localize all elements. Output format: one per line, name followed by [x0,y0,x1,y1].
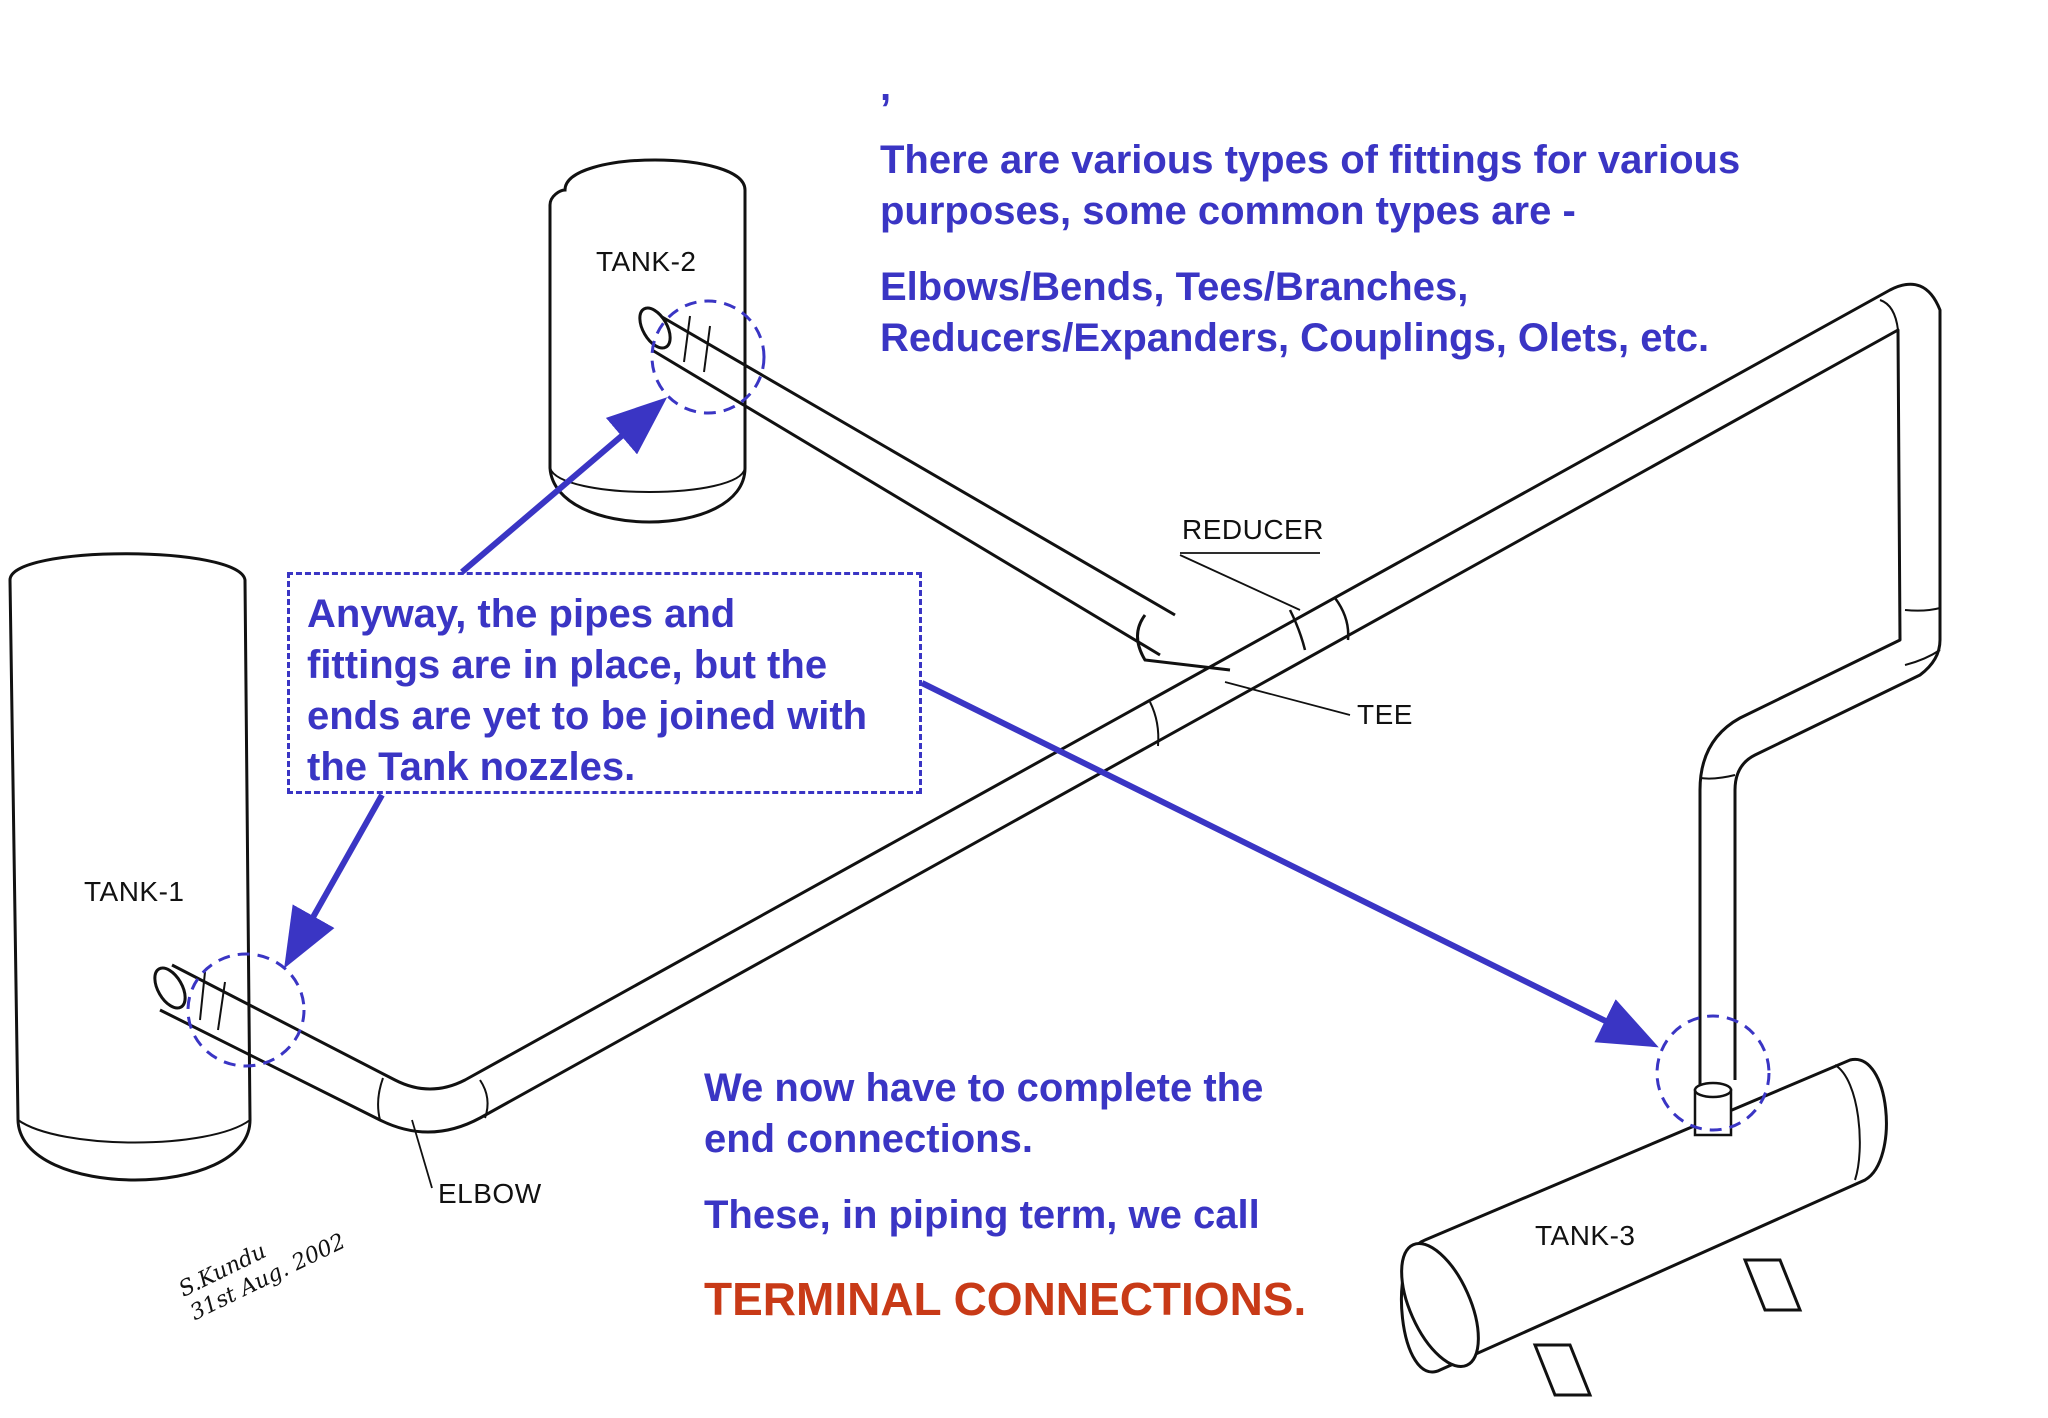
label-leaders [411,552,1351,1189]
callout-line-1: Anyway, the pipes and [307,592,736,636]
callout-line-4: the Tank nozzles. [307,745,636,789]
tank-2-label: TANK-2 [596,246,697,277]
tank-1-label: TANK-1 [84,876,185,907]
tank-1-vessel [8,552,252,1182]
pipe-run-main [153,282,1942,1134]
conclusion-line-3: These, in piping term, we call [704,1193,1260,1237]
tee-label: TEE [1357,699,1413,730]
elbow-label: ELBOW [438,1178,542,1209]
callout-box: Anyway, the pipes and fittings are in pl… [287,572,922,794]
intro-line-2: purposes, some common types are - [880,189,1576,233]
tank-3-nozzle-circle [1655,1014,1771,1132]
arrow-to-tank-3 [920,680,1659,1048]
tank-3-vessel [1399,1058,1888,1397]
callout-line-3: ends are yet to be joined with [307,694,868,738]
arrow-to-tank-2 [460,397,668,575]
tank-3-label: TANK-3 [1535,1220,1636,1251]
arrow-to-tank-1 [284,793,385,969]
stray-mark: , [880,65,892,109]
nozzle-highlight-circles [186,299,1771,1132]
reducer-label: REDUCER [1182,514,1324,545]
conclusion-line-2: end connections. [704,1117,1033,1161]
tank-1-nozzle-circle [186,952,306,1068]
intro-line-4: Reducers/Expanders, Couplings, Olets, et… [880,316,1710,360]
terminal-connections-heading: TERMINAL CONNECTIONS. [704,1273,1307,1325]
callout-line-2: fittings are in place, but the [307,643,828,687]
intro-line-3: Elbows/Bends, Tees/Branches, [880,265,1469,309]
annotation-arrows [284,397,1659,1048]
intro-line-1: There are various types of fittings for … [880,138,1741,182]
pipe-branch-tank-2 [638,306,1350,672]
tank-2-vessel [548,158,747,524]
tank-2-nozzle-circle [650,299,766,415]
conclusion-line-1: We now have to complete the [704,1066,1264,1110]
